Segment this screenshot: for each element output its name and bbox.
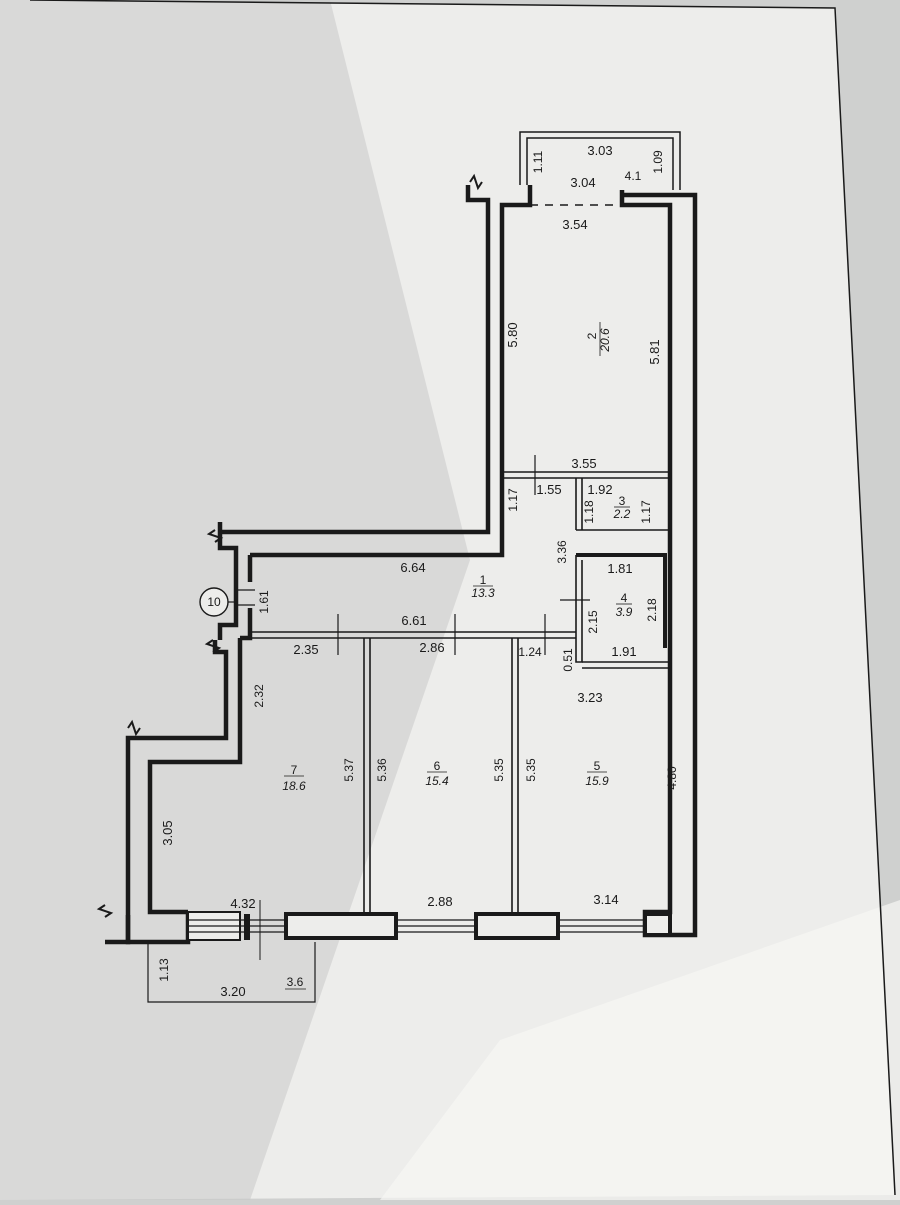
r3-left-w: 1.55 bbox=[536, 482, 561, 497]
r7-area: 18.6 bbox=[282, 779, 306, 793]
partition-r3-left bbox=[575, 478, 583, 530]
partition-r4-left bbox=[575, 555, 583, 663]
r1-number: 1 bbox=[480, 573, 487, 587]
r6-bottom: 2.88 bbox=[427, 894, 452, 909]
r3-h-left: 1.17 bbox=[506, 488, 520, 512]
r4-bottom: 1.91 bbox=[611, 644, 636, 659]
r5-area: 15.9 bbox=[585, 774, 609, 788]
r4-h-left: 2.15 bbox=[586, 610, 600, 634]
axis-label: 10 bbox=[207, 595, 221, 609]
wall-room7-west-outer bbox=[105, 640, 229, 945]
r5-top: 3.23 bbox=[577, 690, 602, 705]
partitions bbox=[250, 471, 670, 912]
r2-area: 20.6 bbox=[598, 328, 612, 353]
r4-top: 1.81 bbox=[607, 561, 632, 576]
south-wall bbox=[187, 900, 672, 960]
r7-left: 3.05 bbox=[160, 820, 175, 845]
door-marks bbox=[236, 455, 590, 655]
r7-number: 7 bbox=[291, 763, 298, 777]
hall-mid: 6.61 bbox=[401, 613, 426, 628]
r6-top: 2.86 bbox=[419, 640, 444, 655]
r5-door: 1.24 bbox=[518, 645, 542, 659]
balcony-width-inner: 3.04 bbox=[570, 175, 595, 190]
r3-h-mid: 1.18 bbox=[582, 500, 596, 524]
r6-number: 6 bbox=[434, 759, 441, 773]
r7-right: 5.37 bbox=[342, 758, 356, 782]
partition-r7-r6 bbox=[363, 638, 371, 912]
partition-r4-r5 bbox=[582, 661, 670, 669]
partition-r6-r5 bbox=[511, 638, 519, 912]
r6-area: 15.4 bbox=[425, 774, 449, 788]
r3-number: 3 bbox=[619, 494, 626, 508]
r5-right: 4.80 bbox=[665, 766, 679, 790]
r7-bottom: 4.32 bbox=[230, 896, 255, 911]
balcony-width-outer: 3.03 bbox=[587, 143, 612, 158]
r2-height-left: 5.80 bbox=[505, 322, 520, 347]
r5-bottom: 3.14 bbox=[593, 892, 618, 907]
loggia-no: 3.6 bbox=[287, 975, 304, 989]
balcony-room-no: 4.1 bbox=[625, 169, 642, 183]
wall-room7-west-inner bbox=[147, 638, 243, 915]
r4-number: 4 bbox=[621, 591, 628, 605]
balcony-depth-right: 1.09 bbox=[651, 150, 665, 174]
break-marks bbox=[96, 173, 483, 918]
wall-room2-west bbox=[250, 185, 533, 558]
r2-bottom: 3.55 bbox=[571, 456, 596, 471]
r6-left: 5.36 bbox=[375, 758, 389, 782]
r6-right: 5.35 bbox=[492, 758, 506, 782]
hall-top: 6.64 bbox=[400, 560, 425, 575]
r7-step: 2.32 bbox=[252, 684, 266, 708]
r3-right-w: 1.92 bbox=[587, 482, 612, 497]
paper-highlight bbox=[380, 900, 900, 1200]
r1-area: 13.3 bbox=[471, 586, 495, 600]
hall-v: 3.36 bbox=[555, 540, 569, 564]
r2-number: 2 bbox=[585, 332, 599, 339]
balcony-depth-left: 1.11 bbox=[531, 150, 545, 173]
r5-number: 5 bbox=[594, 759, 601, 773]
r4-h-right: 2.18 bbox=[645, 598, 659, 622]
partition-hall-rooms bbox=[250, 631, 576, 639]
r4-area: 3.9 bbox=[616, 605, 633, 619]
loggia-depth: 1.13 bbox=[157, 958, 171, 982]
loggia-outline bbox=[147, 942, 316, 1003]
partition-r2-r3 bbox=[502, 471, 670, 479]
r2-width: 3.54 bbox=[562, 217, 587, 232]
r4-gap: 0.51 bbox=[561, 648, 575, 672]
balcony bbox=[519, 131, 681, 206]
paper-frame bbox=[29, 0, 896, 1196]
wall-r4 bbox=[576, 553, 667, 648]
r5-left: 5.35 bbox=[524, 758, 538, 782]
loggia-width: 3.20 bbox=[220, 984, 245, 999]
wall-north-hall bbox=[220, 185, 491, 535]
r3-h-right: 1.17 bbox=[639, 500, 653, 524]
r2-height-right: 5.81 bbox=[647, 339, 662, 364]
wall-hall-west bbox=[217, 522, 239, 640]
hall-left-h: 1.61 bbox=[257, 590, 271, 614]
r7-top: 2.35 bbox=[293, 642, 318, 657]
r3-area: 2.2 bbox=[613, 507, 631, 521]
